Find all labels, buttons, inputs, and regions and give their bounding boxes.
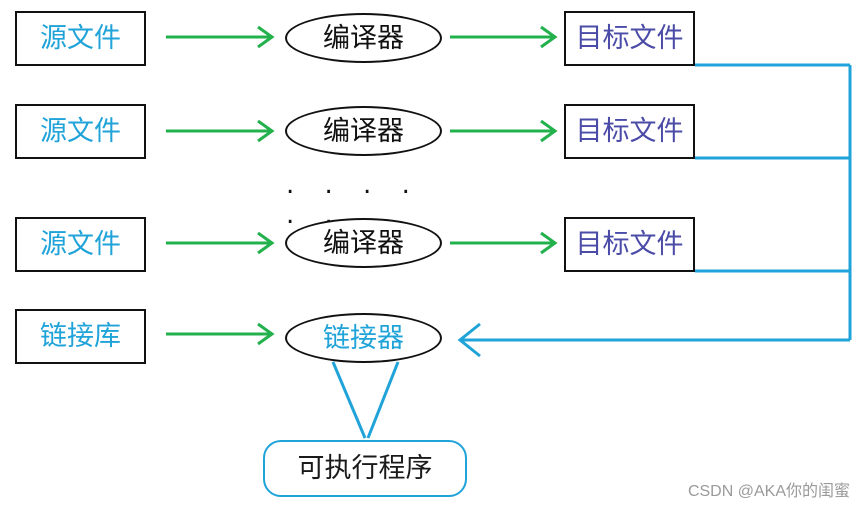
green-arrows — [166, 25, 558, 346]
compiler-ellipse-3: 编译器 — [285, 218, 442, 268]
compiler-label: 编译器 — [323, 227, 404, 259]
object-file-box-3: 目标文件 — [564, 217, 695, 272]
object-file-label: 目标文件 — [575, 116, 684, 147]
source-file-label: 源文件 — [40, 229, 121, 260]
arrow-head — [257, 322, 275, 346]
blue-connectors — [331, 63, 852, 439]
executable-box: 可执行程序 — [263, 440, 467, 497]
arrow-head — [457, 322, 481, 358]
compiler-label: 编译器 — [323, 22, 404, 54]
executable-label: 可执行程序 — [297, 453, 433, 484]
compiler-label: 编译器 — [323, 115, 404, 147]
linker-ellipse: 链接器 — [285, 313, 442, 363]
arrow-head — [540, 25, 558, 49]
arrow-head — [540, 119, 558, 143]
source-file-box-1: 源文件 — [15, 11, 146, 66]
arrow-head — [540, 231, 558, 255]
arrow-head — [257, 25, 275, 49]
linker-to-exe-left — [331, 361, 367, 439]
watermark: CSDN @AKA你的闺蜜 — [687, 483, 850, 500]
arrow-head — [257, 231, 275, 255]
source-file-box-2: 源文件 — [15, 104, 146, 159]
compiler-ellipse-1: 编译器 — [285, 13, 442, 63]
library-label: 链接库 — [40, 321, 121, 352]
library-box: 链接库 — [15, 309, 146, 364]
linker-to-exe-right — [366, 361, 400, 439]
object-file-box-1: 目标文件 — [564, 11, 695, 66]
compiler-ellipse-2: 编译器 — [285, 106, 442, 156]
source-file-box-3: 源文件 — [15, 217, 146, 272]
source-file-label: 源文件 — [40, 23, 121, 54]
linker-label: 链接器 — [323, 322, 404, 354]
object-file-box-2: 目标文件 — [564, 104, 695, 159]
arrow-head — [257, 119, 275, 143]
source-file-label: 源文件 — [40, 116, 121, 147]
object-file-label: 目标文件 — [575, 229, 684, 260]
object-file-label: 目标文件 — [575, 23, 684, 54]
